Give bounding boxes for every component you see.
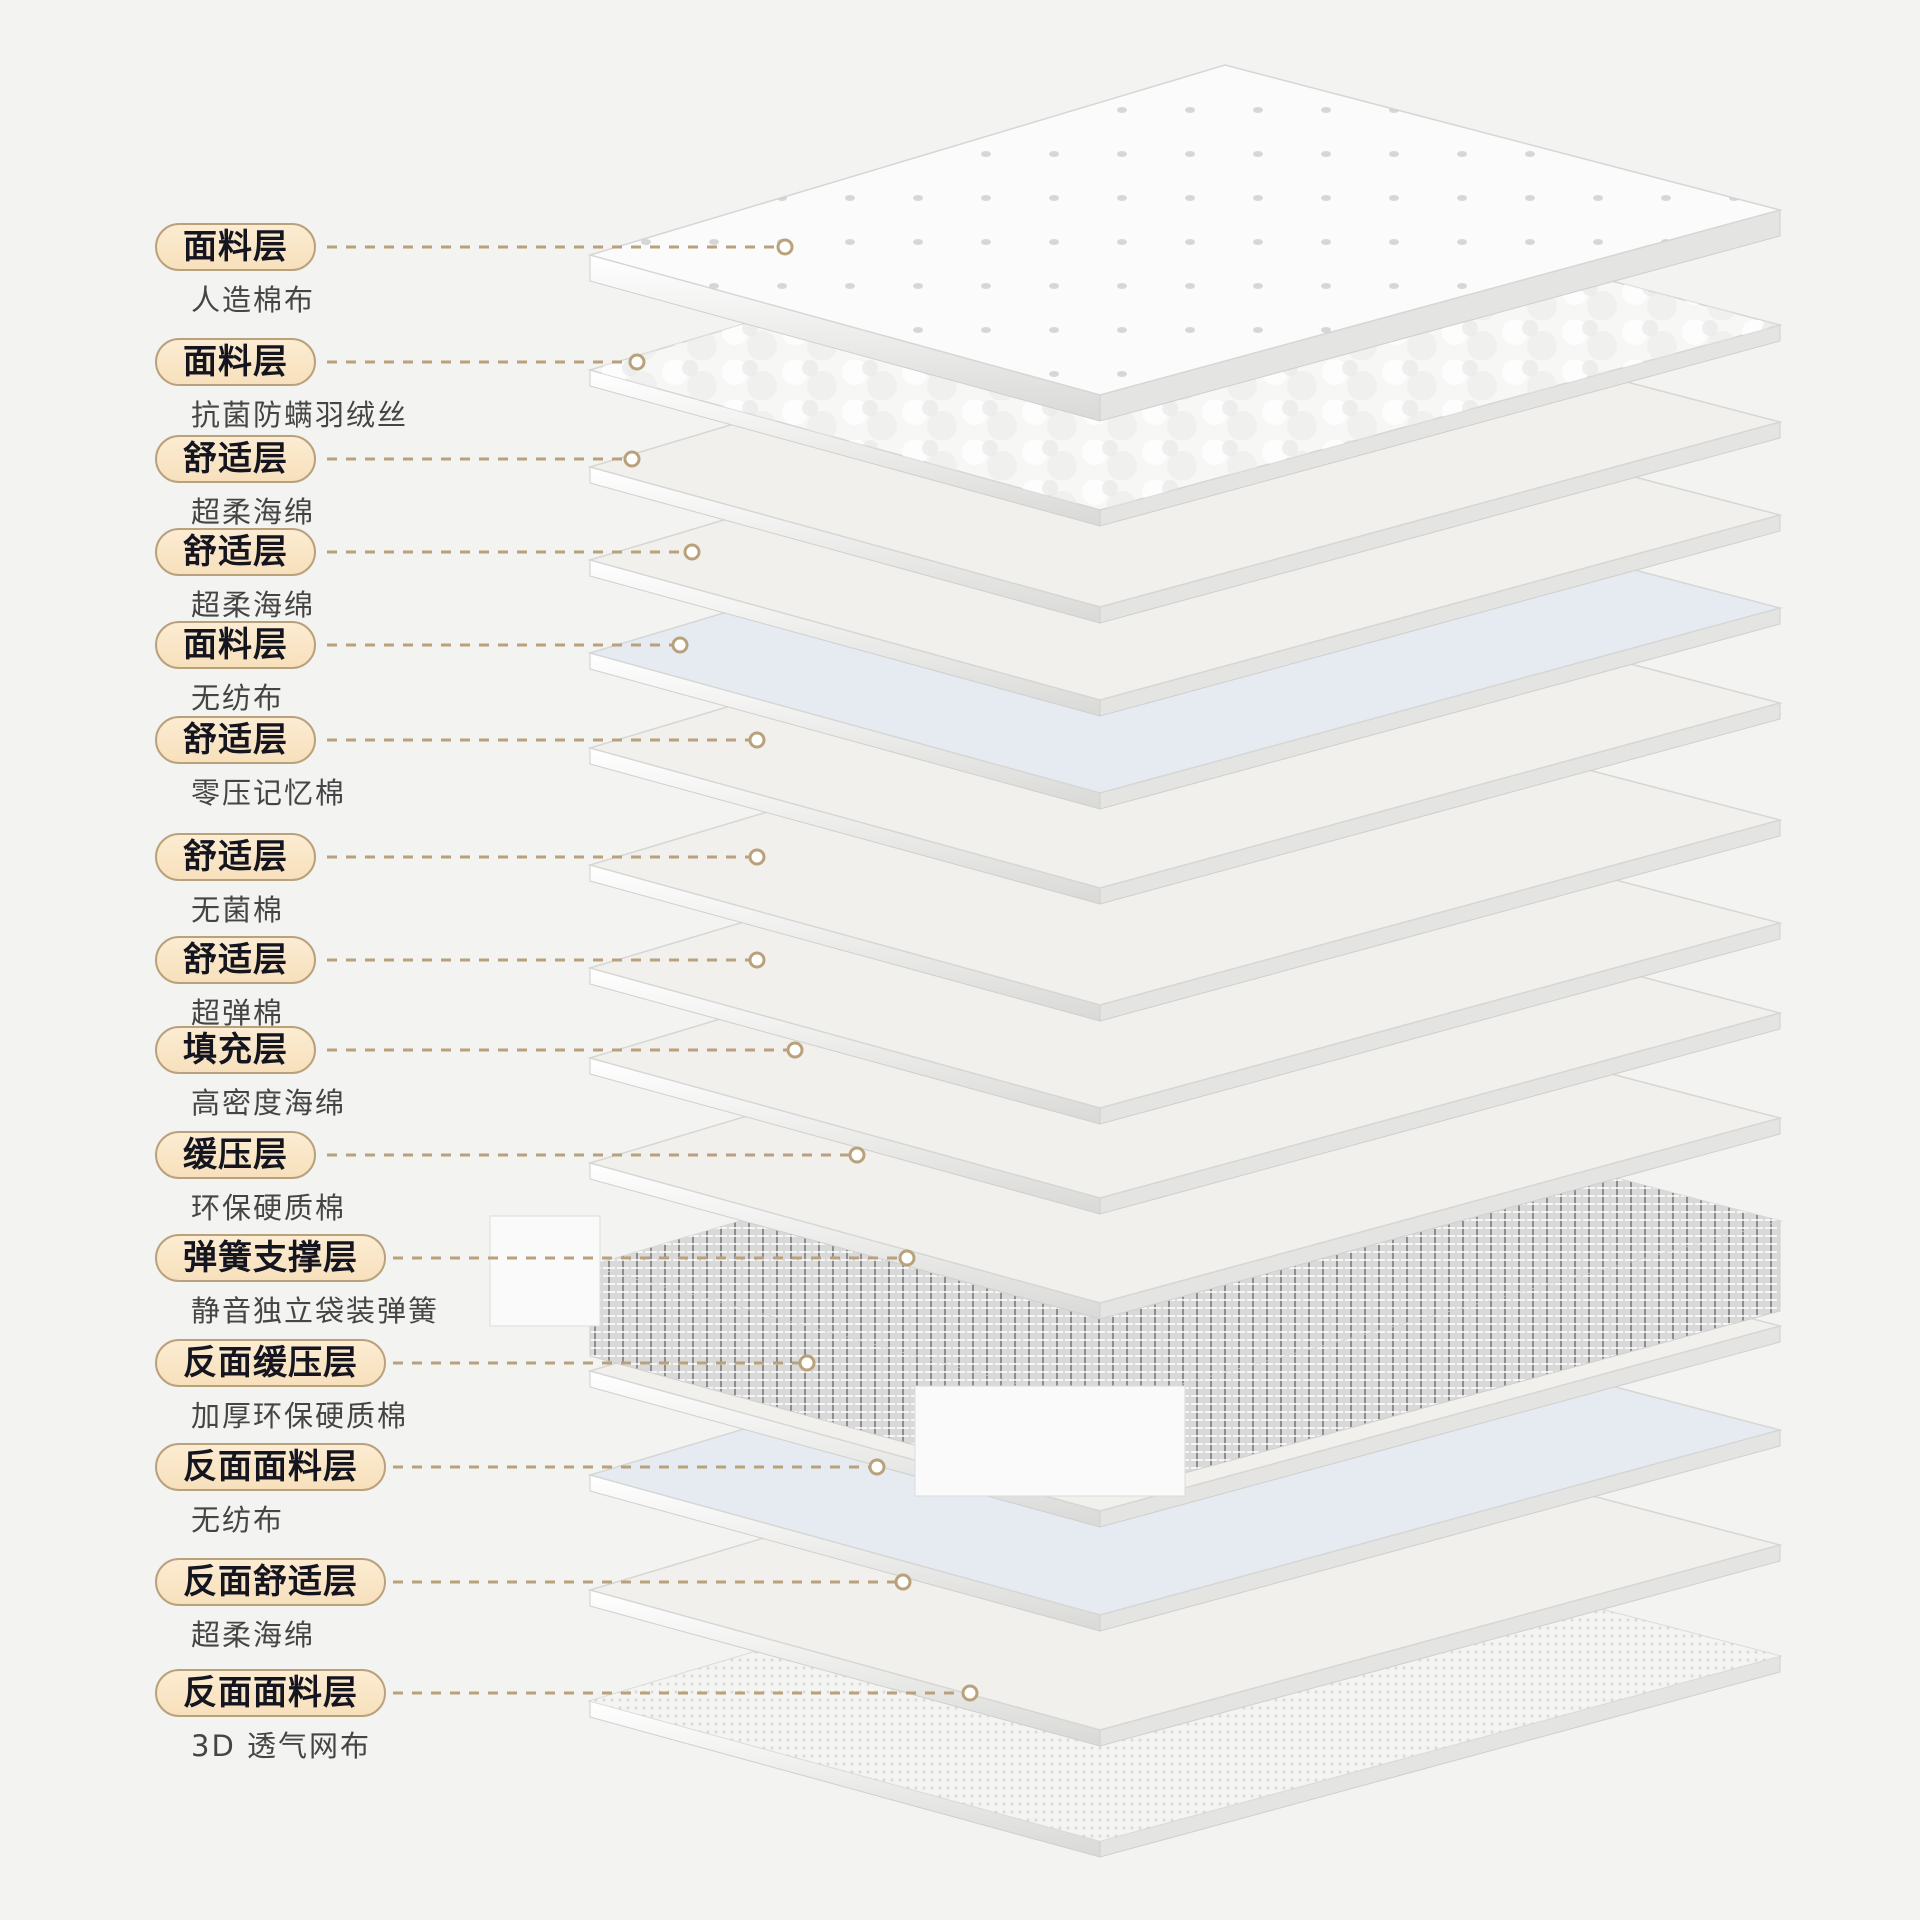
layer-material: 人造棉布 (191, 277, 316, 319)
layer-label-6: 舒适层零压记忆棉 (155, 716, 346, 812)
layer-material: 无菌棉 (191, 887, 316, 929)
layer-material: 无纺布 (191, 1497, 386, 1539)
layer-material: 高密度海绵 (191, 1080, 346, 1122)
layer-material: 无纺布 (191, 675, 316, 717)
layer-label-12: 反面缓压层加厚环保硬质棉 (155, 1339, 408, 1435)
layer-title-pill: 弹簧支撑层 (155, 1234, 386, 1282)
layer-label-9: 填充层高密度海绵 (155, 1026, 346, 1122)
layer-label-7: 舒适层无菌棉 (155, 833, 316, 929)
layer-material: 抗菌防螨羽绒丝 (191, 392, 408, 434)
layer-title-pill: 反面舒适层 (155, 1558, 386, 1606)
layer-title-pill: 面料层 (155, 223, 316, 271)
layer-material: 超柔海绵 (191, 489, 316, 531)
layer-label-10: 缓压层环保硬质棉 (155, 1131, 346, 1227)
layer-label-5: 面料层无纺布 (155, 621, 316, 717)
layer-title-pill: 舒适层 (155, 833, 316, 881)
layer-title-pill: 反面缓压层 (155, 1339, 386, 1387)
layer-label-1: 面料层人造棉布 (155, 223, 316, 319)
layer-label-8: 舒适层超弹棉 (155, 936, 316, 1032)
layer-title-pill: 舒适层 (155, 936, 316, 984)
layer-label-11: 弹簧支撑层静音独立袋装弹簧 (155, 1234, 439, 1330)
layer-title-pill: 反面面料层 (155, 1443, 386, 1491)
layer-material: 超柔海绵 (191, 582, 316, 624)
layer-title-pill: 反面面料层 (155, 1669, 386, 1717)
layer-label-13: 反面面料层无纺布 (155, 1443, 386, 1539)
layer-material: 超柔海绵 (191, 1612, 386, 1654)
layer-material: 零压记忆棉 (191, 770, 346, 812)
layer-title-pill: 缓压层 (155, 1131, 316, 1179)
layer-title-pill: 舒适层 (155, 716, 316, 764)
layer-material: 环保硬质棉 (191, 1185, 346, 1227)
layer-label-3: 舒适层超柔海绵 (155, 435, 316, 531)
layer-title-pill: 面料层 (155, 621, 316, 669)
layer-title-pill: 舒适层 (155, 528, 316, 576)
layer-material: 加厚环保硬质棉 (191, 1393, 408, 1435)
layer-label-15: 反面面料层 3D 透气网布 (155, 1669, 386, 1765)
layer-label-2: 面料层抗菌防螨羽绒丝 (155, 338, 408, 434)
layer-label-14: 反面舒适层超柔海绵 (155, 1558, 386, 1654)
layer-title-pill: 舒适层 (155, 435, 316, 483)
layer-title-pill: 填充层 (155, 1026, 316, 1074)
layer-material: 3D 透气网布 (191, 1723, 386, 1765)
layer-title-pill: 面料层 (155, 338, 316, 386)
layer-material: 静音独立袋装弹簧 (191, 1288, 439, 1330)
layer-label-4: 舒适层超柔海绵 (155, 528, 316, 624)
